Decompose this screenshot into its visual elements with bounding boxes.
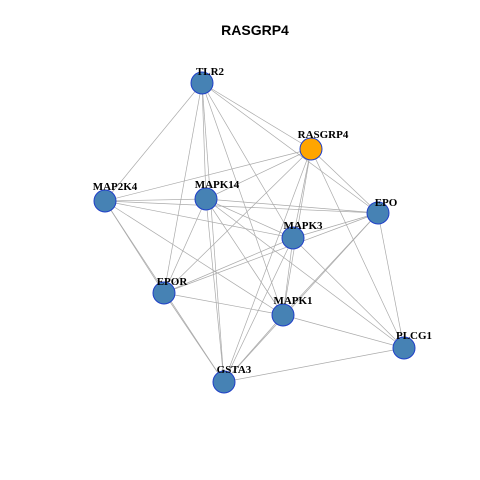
node-label-epor: EPOR [157,276,189,288]
edge-mapk14-epo [205,198,379,214]
edge-tlr2-epo [201,82,379,214]
node-label-mapk1: MAPK1 [273,295,312,307]
edge-rasgrp4-mapk3 [292,148,312,239]
edge-mapk3-gsta3 [223,237,294,383]
node-label-tlr2: TLR2 [196,66,225,78]
edge-tlr2-map2k4 [104,82,203,202]
edge-tlr2-mapk1 [201,82,284,316]
node-mapk3 [281,226,305,250]
node-layer [93,71,416,394]
edge-rasgrp4-gsta3 [223,148,312,383]
node-mapk1 [271,303,295,327]
diagram-title: RASGRP4 [221,22,289,38]
edge-epo-gsta3 [223,212,379,383]
edge-map2k4-mapk3 [104,200,294,239]
edge-mapk14-mapk3 [205,198,294,239]
edge-rasgrp4-plcg1 [310,148,405,349]
node-label-epo: EPO [375,197,398,209]
edge-rasgrp4-epo [310,148,379,214]
edge-mapk1-plcg1 [282,314,405,349]
edge-mapk14-epor [163,198,207,294]
edge-rasgrp4-epor [163,148,312,294]
edge-mapk14-mapk1 [205,198,284,316]
node-label-mapk3: MAPK3 [283,220,323,232]
edge-mapk14-plcg1 [205,198,405,349]
edge-epo-plcg1 [377,212,405,349]
node-gsta3 [212,370,236,394]
edge-tlr2-gsta3 [201,82,225,383]
edge-map2k4-mapk14 [104,198,207,202]
edge-rasgrp4-mapk14 [205,148,312,200]
edge-tlr2-mapk14 [201,82,207,200]
node-mapk14 [194,187,218,211]
node-epor [152,281,176,305]
node-rasgrp4 [299,137,323,161]
node-map2k4 [93,189,117,213]
edge-tlr2-epor [163,82,203,294]
node-label-mapk14: MAPK14 [195,179,240,191]
edge-tlr2-rasgrp4 [201,82,312,150]
edge-tlr2-mapk3 [201,82,294,239]
node-plcg1 [392,336,416,360]
edge-epor-gsta3 [163,292,225,383]
node-label-map2k4: MAP2K4 [93,181,138,193]
edge-plcg1-gsta3 [223,347,405,383]
edge-mapk1-gsta3 [223,314,284,383]
edge-mapk14-gsta3 [205,198,225,383]
edge-mapk3-epor [163,237,294,294]
node-label-gsta3: GSTA3 [217,364,252,376]
node-label-plcg1: PLCG1 [396,330,432,342]
edge-map2k4-mapk1 [104,200,284,316]
node-tlr2 [190,71,214,95]
edge-epo-mapk3 [292,212,379,239]
edge-mapk3-mapk1 [282,237,294,316]
edge-layer [104,82,405,383]
node-epo [366,201,390,225]
edge-epor-mapk1 [163,292,284,316]
edge-epo-epor [163,212,379,294]
edge-rasgrp4-map2k4 [104,148,312,202]
edge-map2k4-epo [104,200,379,214]
edge-mapk3-plcg1 [292,237,405,349]
node-label-rasgrp4: RASGRP4 [298,129,349,141]
